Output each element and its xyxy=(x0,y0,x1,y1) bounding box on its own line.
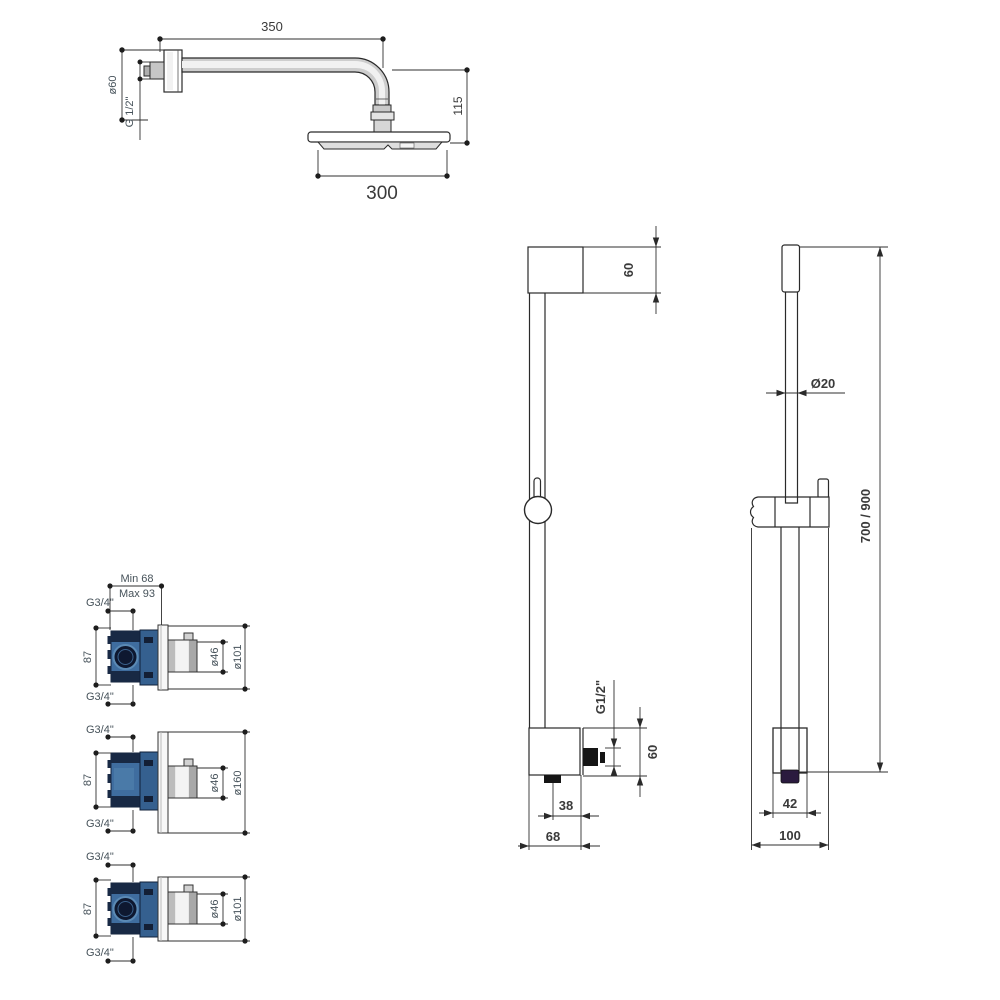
slide-rail-front-drawing: Ø20 700 / 900 42 100 xyxy=(749,244,888,850)
dim-block-depth-label: 68 xyxy=(546,829,560,844)
valve-plate xyxy=(157,624,169,691)
thread-nub xyxy=(149,61,165,80)
dimension-block-depth: 68 xyxy=(518,775,600,850)
dimension-valve1-height: 87 xyxy=(82,625,111,688)
dimension-valve2-top-thread: G3/4" xyxy=(86,724,136,752)
dim-bottom-block-height-label: 60 xyxy=(645,745,660,759)
dimension-valve2-cartridge: ø46 xyxy=(197,765,228,801)
handle-end-cap xyxy=(780,769,800,784)
valve-plate xyxy=(157,876,169,942)
dim-valve3-top-thread-label: G3/4" xyxy=(86,851,114,863)
bottom-bracket xyxy=(772,727,808,774)
dimension-valve3-top-thread: G3/4" xyxy=(86,851,136,882)
dim-rail-length-label: 700 / 900 xyxy=(858,489,873,543)
dimension-top-bracket-height: 60 xyxy=(583,226,661,314)
dimension-overall-width: 100 xyxy=(751,528,829,850)
bottom-outlet-block xyxy=(528,727,581,776)
dimension-valve1-top-thread: G3/4" xyxy=(86,597,136,630)
rail-top-cap xyxy=(781,244,801,293)
dim-valve1-plate-label: ø101 xyxy=(232,644,244,669)
dim-valve1-bottom-thread-label: G3/4" xyxy=(86,691,114,703)
dim-overall-width-label: 100 xyxy=(779,828,801,843)
valve-drawing-3: G3/4" 87 G3/4" ø46 xyxy=(82,851,250,964)
valve-drawing-1: Min 68 Max 93 G3/4" 87 G3/4" ø46 xyxy=(82,573,250,707)
dimension-outlet-offset: 38 xyxy=(538,775,599,850)
dim-arm-thread-label: G 1/2" xyxy=(124,97,136,128)
slider-knob xyxy=(523,495,553,525)
dim-valve1-max-label: Max 93 xyxy=(119,588,155,600)
dim-outlet-thread-label: G1/2" xyxy=(593,680,608,714)
dim-valve1-top-thread-label: G3/4" xyxy=(86,597,114,609)
dimension-valve3-height: 87 xyxy=(82,877,111,939)
dimension-valve3-plate: ø101 xyxy=(168,874,250,944)
dim-valve3-bottom-thread-label: G3/4" xyxy=(86,947,114,959)
dimension-arm-length: 350 xyxy=(157,19,386,68)
dim-valve2-height-label: 87 xyxy=(82,774,94,786)
dimension-rail-diameter: Ø20 xyxy=(766,376,845,397)
dim-top-bracket-height-label: 60 xyxy=(621,263,636,277)
handset-holder xyxy=(749,496,830,528)
dim-valve3-height-label: 87 xyxy=(82,903,94,915)
head-connector xyxy=(373,119,392,133)
dim-valve1-cartridge-label: ø46 xyxy=(209,648,221,667)
holder-hook xyxy=(817,478,830,499)
dim-valve2-top-thread-label: G3/4" xyxy=(86,724,114,736)
dimension-rail-length: 700 / 900 xyxy=(799,246,888,773)
top-wall-bracket xyxy=(527,246,584,294)
dim-drop-height-label: 115 xyxy=(451,96,465,115)
dim-valve2-bottom-thread-label: G3/4" xyxy=(86,818,114,830)
dimension-valve3-cartridge: ø46 xyxy=(197,891,228,927)
valve-plate xyxy=(157,731,169,834)
dimension-valve2-plate: ø160 xyxy=(168,729,250,836)
dim-valve2-cartridge-label: ø46 xyxy=(209,774,221,793)
dimension-valve1-bottom-thread: G3/4" xyxy=(86,685,136,707)
dim-valve1-min-label: Min 68 xyxy=(120,573,153,585)
dim-head-width-label: 300 xyxy=(366,183,398,204)
outlet-connector xyxy=(583,748,598,766)
dim-valve1-height-label: 87 xyxy=(82,651,94,663)
dim-valve3-plate-label: ø101 xyxy=(232,896,244,921)
bottom-outlet xyxy=(544,775,561,783)
shower-column-side-drawing: 60 G1/2" 60 38 xyxy=(518,226,661,850)
dimension-outlet-thread: G1/2" xyxy=(593,680,621,776)
dim-outlet-offset-label: 38 xyxy=(559,798,573,813)
valve-drawing-2: G3/4" 87 G3/4" ø46 xyxy=(82,724,250,836)
dim-arm-length-label: 350 xyxy=(261,19,283,34)
dimension-valve1-cartridge: ø46 xyxy=(197,639,228,675)
dimension-valve2-height: 87 xyxy=(82,750,111,810)
dimension-valve1-minmax: Min 68 Max 93 xyxy=(107,573,165,630)
dimension-arm-thread: G 1/2" xyxy=(124,59,152,140)
dimension-head-width: 300 xyxy=(315,150,450,204)
dim-valve2-plate-label: ø160 xyxy=(232,770,244,795)
dim-valve3-cartridge-label: ø46 xyxy=(209,900,221,919)
dim-flange-diameter-label: ø60 xyxy=(107,76,119,95)
dimension-bracket-width: 42 xyxy=(759,773,821,818)
shower-arm-drawing: 350 ø60 G 1/2" 115 xyxy=(107,19,470,204)
dimension-drop-height: 115 xyxy=(392,67,470,146)
dimension-flange-diameter: ø60 xyxy=(107,47,164,123)
dim-bracket-width-label: 42 xyxy=(783,796,797,811)
dimension-valve1-plate: ø101 xyxy=(168,623,250,692)
dim-rail-diameter-label: Ø20 xyxy=(811,376,836,391)
shower-head xyxy=(307,131,451,143)
dimension-bottom-block-height: 60 xyxy=(583,707,660,797)
dimension-valve2-bottom-thread: G3/4" xyxy=(86,810,136,834)
dimension-valve3-bottom-thread: G3/4" xyxy=(86,937,136,964)
